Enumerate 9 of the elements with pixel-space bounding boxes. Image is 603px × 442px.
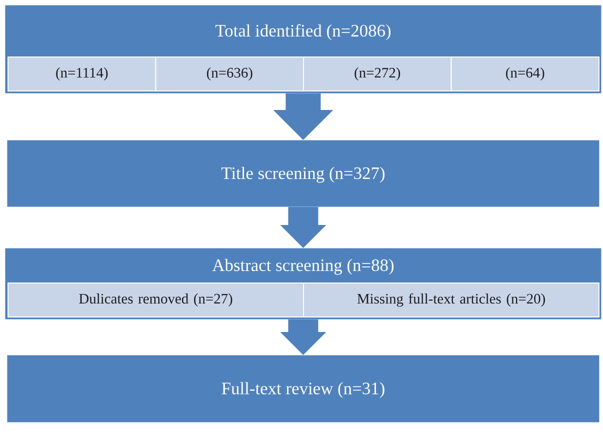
list-box: (n=64) <box>450 56 600 92</box>
list-box: Missing full-text articles (n=20) <box>303 282 600 318</box>
block-arrow <box>280 319 326 355</box>
block-arrow <box>280 206 326 248</box>
list-box: (n=1114) <box>8 56 156 92</box>
list-box: Dulicates removed (n=27) <box>8 282 304 318</box>
list-box: (n=272) <box>303 56 452 92</box>
list-box: (n=636) <box>155 56 304 92</box>
block-arrow <box>273 93 334 140</box>
